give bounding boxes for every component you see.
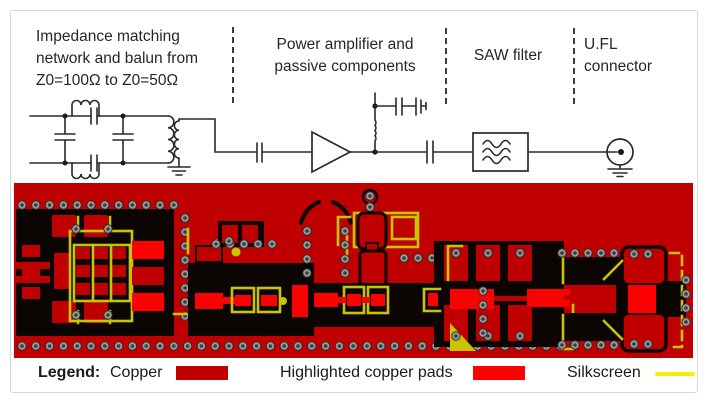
balun-silkscreen: [68, 215, 134, 325]
highlighted-pad: [261, 295, 277, 306]
highlighted-pad: [534, 289, 564, 307]
silkscreen-swatch: [655, 372, 695, 376]
pcb-layout: [14, 183, 693, 358]
highlighted-pad: [314, 293, 338, 307]
via-row-top: [17, 200, 179, 210]
ground-icon: [607, 164, 633, 178]
rf-choke-inductor-icon: [373, 92, 377, 153]
legend-title: Legend:: [38, 364, 101, 381]
shunt-capacitor-icon: [54, 115, 76, 164]
section-divider-3: [573, 28, 575, 104]
series-capacitor-icon: [90, 107, 98, 172]
legend: Legend: Copper Highlighted copper pads S…: [0, 363, 707, 387]
section-divider-1: [232, 27, 234, 103]
dc-block-capacitor-icon: [256, 142, 313, 163]
section-divider-2: [445, 28, 447, 104]
section-label-ufl-connector: U.FL connector: [584, 36, 653, 75]
section-label-power-amplifier: Power amplifier and passive components: [274, 36, 416, 75]
section-label-impedance-matching: Impedance matching network and balun fro…: [36, 28, 198, 89]
ufl-connector-symbol: [606, 138, 634, 178]
circuit-schematic: [29, 92, 634, 180]
pin1-triangle-marker: [450, 323, 476, 351]
saw-footprint: [308, 241, 575, 351]
pa-footprint: [188, 263, 314, 336]
saw-filter-symbol: [472, 132, 608, 172]
copper-swatch: [176, 366, 228, 380]
ground-icon: [167, 157, 191, 176]
highlighted-pad: [235, 295, 251, 306]
section-label-saw-filter: SAW filter: [473, 47, 543, 64]
balun-pads: [54, 247, 126, 295]
matching-traces: [172, 221, 349, 316]
highlighted-pad: [132, 241, 164, 259]
filter-waves-icon: [482, 139, 511, 165]
shunt-capacitor-icon: [112, 115, 134, 164]
power-amplifier-stage: [256, 92, 474, 174]
highlighted-pads-swatch: [473, 366, 525, 380]
component-outline: [195, 245, 223, 263]
inductor-icon: [71, 99, 100, 117]
balun-transformer-icon: [167, 115, 257, 176]
highlighted-pad: [292, 285, 308, 317]
legend-highlighted-label: Highlighted copper pads: [280, 364, 453, 381]
legend-copper-label: Copper: [110, 364, 163, 381]
highlighted-pad: [132, 293, 164, 311]
series-capacitor-icon: [426, 140, 434, 164]
bypass-capacitors-icon: [374, 97, 427, 116]
silkscreen-dot: [279, 297, 287, 305]
ufl-footprint: [534, 245, 691, 353]
silkscreen-dot: [231, 247, 241, 257]
matching-network: [29, 99, 169, 180]
amplifier-icon: [311, 130, 352, 174]
balun-footprint: [16, 209, 174, 336]
ufl-signal-pad: [628, 285, 656, 313]
antenna-arc: [299, 200, 353, 278]
highlighted-pad: [428, 293, 438, 306]
legend-silkscreen-label: Silkscreen: [567, 364, 641, 381]
highlighted-pad: [195, 293, 223, 309]
inductor-icon: [71, 162, 100, 180]
